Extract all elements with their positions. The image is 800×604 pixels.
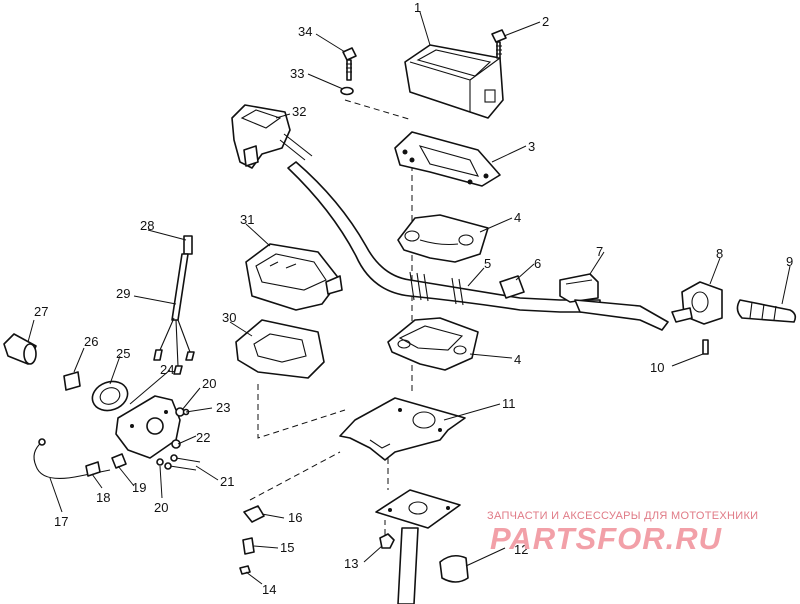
callout-20-upper: 20 xyxy=(202,376,216,391)
callout-21: 21 xyxy=(220,474,234,489)
callout-18: 18 xyxy=(96,490,110,505)
callout-4-lower: 4 xyxy=(514,352,521,367)
callout-2: 2 xyxy=(542,14,549,29)
part-19-socket xyxy=(111,453,127,469)
part-32-switch-housing xyxy=(231,104,313,169)
part-25-ring xyxy=(91,380,129,412)
callout-16: 16 xyxy=(288,510,302,525)
part-12-clamp xyxy=(439,554,469,583)
part-15-bushing xyxy=(242,537,255,555)
part-3-mount-plate xyxy=(394,131,501,187)
part-4-lower-riser-clamp xyxy=(387,317,479,371)
callout-17: 17 xyxy=(54,514,68,529)
callout-3: 3 xyxy=(528,139,535,154)
part-33-washer xyxy=(340,86,354,96)
callout-31: 31 xyxy=(240,212,254,227)
callout-15: 15 xyxy=(280,540,294,555)
part-21-bolts xyxy=(164,454,201,471)
callout-10: 10 xyxy=(650,360,664,375)
callout-8: 8 xyxy=(716,246,723,261)
part-9-grip xyxy=(736,299,797,323)
callout-5: 5 xyxy=(484,256,491,271)
callout-25: 25 xyxy=(116,346,130,361)
callout-14: 14 xyxy=(262,582,276,597)
callout-34: 34 xyxy=(298,24,312,39)
callout-4-upper: 4 xyxy=(514,210,521,225)
callout-6: 6 xyxy=(534,256,541,271)
part-18-bulb xyxy=(85,461,101,477)
part-26-screw xyxy=(63,371,81,391)
callout-11: 11 xyxy=(502,396,516,411)
part-7-brake-lever xyxy=(559,273,669,331)
callout-26: 26 xyxy=(84,334,98,349)
part-14-pin xyxy=(239,565,251,575)
callout-19: 19 xyxy=(132,480,146,495)
callout-32: 32 xyxy=(292,104,306,119)
part-31-speedometer xyxy=(245,243,343,311)
part-11-bracket xyxy=(339,397,466,461)
watermark-logo: PARTSFOR.RU xyxy=(490,521,723,556)
leader-lines xyxy=(27,11,791,585)
part-30-speedo-boot xyxy=(235,319,325,379)
callout-29: 29 xyxy=(116,286,130,301)
part-24-housing xyxy=(115,395,181,459)
callout-labels: 1 2 3 4 4 5 6 7 8 9 10 11 12 13 14 15 16… xyxy=(34,0,793,597)
callout-20-lower: 20 xyxy=(154,500,168,515)
part-13-nut xyxy=(379,533,395,549)
steering-post xyxy=(375,489,461,604)
part-22-screw xyxy=(171,439,181,449)
part-1-clamp-cover xyxy=(404,44,504,119)
callout-1: 1 xyxy=(414,0,421,15)
part-34-screw xyxy=(342,47,357,81)
part-29-speedo-cable xyxy=(153,253,195,375)
callout-22: 22 xyxy=(196,430,210,445)
callout-9: 9 xyxy=(786,254,793,269)
callout-30: 30 xyxy=(222,310,236,325)
part-4-upper-riser-clamp xyxy=(397,214,489,263)
callout-28: 28 xyxy=(140,218,154,233)
callout-23: 23 xyxy=(216,400,230,415)
part-28-cable-end xyxy=(183,235,193,255)
part-16-clip xyxy=(243,505,265,523)
part-17-cable xyxy=(33,438,111,479)
watermark-caption: ЗАПЧАСТИ И АКСЕССУАРЫ ДЛЯ МОТОТЕХНИКИ xyxy=(487,510,759,522)
part-2-bolt xyxy=(491,29,507,59)
part-8-throttle-housing xyxy=(671,281,723,325)
callout-13: 13 xyxy=(344,556,358,571)
part-6-cap xyxy=(499,275,525,299)
callout-7: 7 xyxy=(596,244,603,259)
callout-33: 33 xyxy=(290,66,304,81)
callout-27: 27 xyxy=(34,304,48,319)
part-10-screw xyxy=(702,339,709,355)
part-27-bar-end xyxy=(3,333,37,365)
callout-12: 12 xyxy=(514,542,528,557)
callout-24: 24 xyxy=(160,362,174,377)
